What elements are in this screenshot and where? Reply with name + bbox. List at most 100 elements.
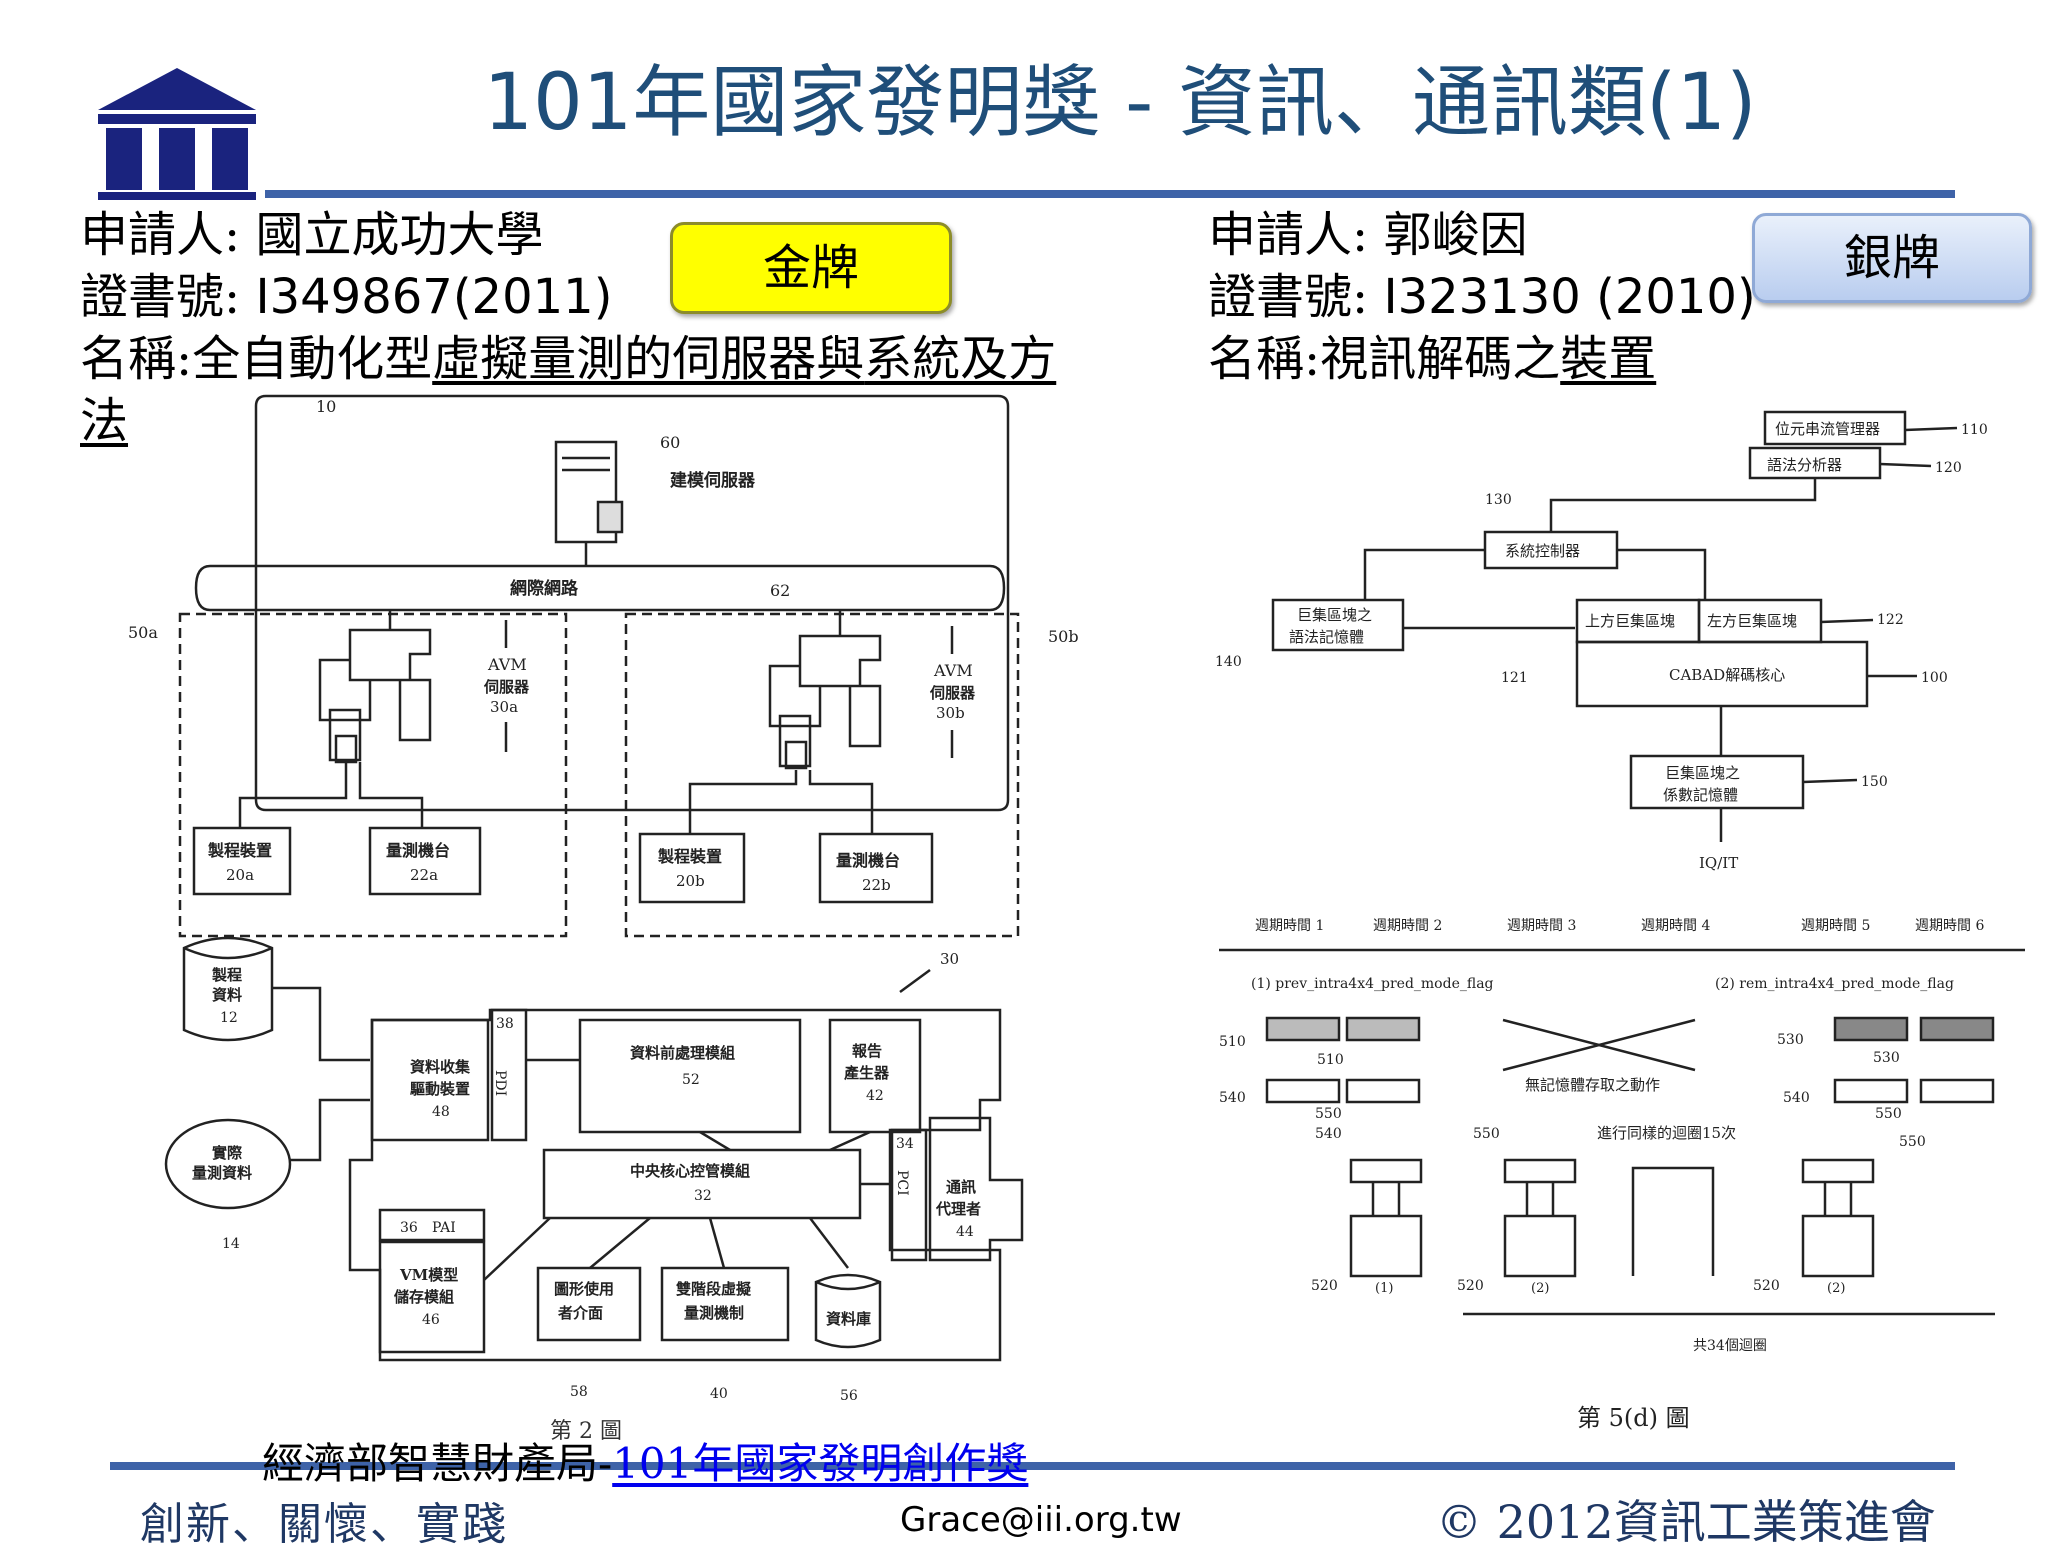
ref-label: 510 — [1317, 1052, 1344, 1068]
ref-label: 540 — [1219, 1090, 1246, 1106]
avm-label: 伺服器 — [483, 678, 530, 696]
patent-name-label: 名稱: — [80, 331, 192, 387]
block-label: IQ/IT — [1699, 854, 1738, 872]
process-device-a — [194, 828, 290, 894]
device-label: 製程裝置 — [657, 847, 722, 866]
flag-label: (2) rem_intra4x4_pred_mode_flag — [1715, 976, 1954, 992]
ref-label: 44 — [956, 1224, 974, 1240]
ref-label: 34 — [896, 1136, 914, 1152]
footer-copyright: © 2012資訊工業策進會 — [1436, 1486, 1936, 1552]
hatched-block — [1347, 1018, 1419, 1040]
module-label: 報告 — [852, 1042, 882, 1060]
ref-label: 150 — [1861, 774, 1888, 790]
ref-label: 14 — [222, 1236, 240, 1252]
device-label: 製程裝置 — [207, 841, 272, 860]
measure-tool-a — [370, 828, 480, 894]
block-label: 巨集區塊之 — [1297, 606, 1372, 624]
ref-label: 40 — [710, 1386, 728, 1402]
ref-label: 530 — [1777, 1032, 1804, 1048]
loop-block — [1505, 1160, 1575, 1182]
small-block — [1921, 1080, 1993, 1102]
gold-award-badge: 金牌 — [670, 222, 952, 314]
source-link[interactable]: 101年國家發明創作獎 — [612, 1439, 1028, 1488]
cycle-label: 週期時間 5 — [1801, 918, 1870, 934]
loop-body — [1351, 1216, 1421, 1276]
device-label: 量測機台 — [836, 851, 900, 870]
small-block — [1347, 1080, 1419, 1102]
ref-label: 121 — [1501, 670, 1528, 686]
cycle-label: 週期時間 1 — [1255, 918, 1324, 934]
loop-block — [1351, 1160, 1421, 1182]
block-label: 左方巨集區塊 — [1707, 612, 1797, 630]
network-label: 網際網路 — [510, 578, 579, 599]
block-label: 系統控制器 — [1505, 542, 1580, 560]
ref-label: 100 — [1921, 670, 1948, 686]
module-label: 代理者 — [935, 1200, 981, 1218]
right-patent-info: 申請人: 郭峻因 證書號: I323130 (2010) 名稱:視訊解碼之裝置 — [1208, 204, 1768, 390]
repeat-loop — [1633, 1168, 1713, 1276]
module-label: 中央核心控管模組 — [630, 1162, 750, 1180]
ref-label: 550 — [1473, 1126, 1500, 1142]
ref-label: 12 — [220, 1010, 238, 1026]
ref-label: 110 — [1961, 422, 1988, 438]
block-label: 上方巨集區塊 — [1585, 612, 1675, 630]
ref-label: 130 — [1485, 492, 1512, 508]
ref-label: 120 — [1935, 460, 1962, 476]
patent-name-part: 虛擬量測的伺服器與 — [432, 331, 864, 387]
cert-number: I349867(2011) — [255, 269, 612, 325]
block-label: 係數記憶體 — [1663, 786, 1738, 804]
module-label: 驅動裝置 — [410, 1080, 470, 1098]
patent-figure-cabad-decoder: 位元串流管理器 110 語法分析器 120 130 系統控制器 巨集區塊之 語法… — [1205, 390, 2035, 1450]
process-device-b — [640, 834, 744, 902]
applicant-label: 申請人: — [1208, 207, 1383, 263]
module-label: 資料前處理模組 — [630, 1044, 735, 1062]
hatched-block — [1267, 1018, 1339, 1040]
block-label: 語法記憶體 — [1289, 628, 1364, 646]
cert-label: 證書號: — [80, 269, 255, 325]
ref-label: 36 — [400, 1220, 418, 1236]
ref-label: 122 — [1877, 612, 1904, 628]
ellipse-label: 實際 — [212, 1144, 243, 1162]
cylinder-label: 資料庫 — [826, 1310, 871, 1328]
network-pipe — [196, 566, 1004, 610]
slide-title: 101年國家發明獎 - 資訊、通訊類(1) — [300, 48, 1940, 158]
right-name-line: 名稱:視訊解碼之裝置 — [1208, 328, 1768, 390]
cylinder-label: 資料 — [212, 986, 242, 1004]
ref-label: 62 — [770, 581, 790, 600]
pdi-label: PDI — [492, 1070, 508, 1096]
note-label: 共34個迴圈 — [1693, 1338, 1767, 1354]
block-label: 語法分析器 — [1767, 456, 1842, 474]
figure-caption: 第 2 圖 — [550, 1419, 622, 1440]
source-credit: 經濟部智慧財產局-101年國家發明創作獎 — [262, 1438, 1028, 1490]
patent-name-part: 視訊解碼之 — [1320, 331, 1560, 387]
footer-email: Grace@iii.org.tw — [900, 1500, 1182, 1540]
silver-award-badge: 銀牌 — [1752, 213, 2032, 303]
small-block — [1267, 1080, 1339, 1102]
note-label: 無記憶體存取之動作 — [1525, 1076, 1660, 1094]
block-label: 巨集區塊之 — [1665, 764, 1740, 782]
title-divider — [265, 190, 1955, 198]
ref-label: 20b — [676, 872, 705, 890]
ref-label: 50b — [1048, 627, 1079, 646]
ref-label: 140 — [1215, 654, 1242, 670]
ref-label: 30 — [940, 950, 959, 968]
ref-label: 46 — [422, 1312, 440, 1328]
central-core-module — [544, 1150, 860, 1218]
patent-name-label: 名稱: — [1208, 331, 1320, 387]
module-label: 儲存模組 — [394, 1288, 454, 1306]
cert-label: 證書號: — [1208, 269, 1383, 325]
cycle-label: 週期時間 3 — [1507, 918, 1576, 934]
left-applicant-line: 申請人: 國立成功大學 — [80, 204, 1140, 266]
server-label: 建模伺服器 — [670, 470, 756, 491]
ref-label: 10 — [316, 397, 336, 416]
cycle-label: 週期時間 6 — [1915, 918, 1984, 934]
striped-block — [1921, 1018, 1993, 1040]
ref-label: 30a — [490, 698, 518, 716]
module-label: 產生器 — [843, 1064, 890, 1082]
left-cert-line: 證書號: I349867(2011) — [80, 266, 1140, 328]
ref-label: 50a — [128, 623, 158, 642]
cycle-label: 週期時間 4 — [1641, 918, 1710, 934]
pai-label: PAI — [432, 1220, 456, 1236]
ref-label: 58 — [570, 1384, 588, 1400]
ref-label: 550 — [1899, 1134, 1926, 1150]
